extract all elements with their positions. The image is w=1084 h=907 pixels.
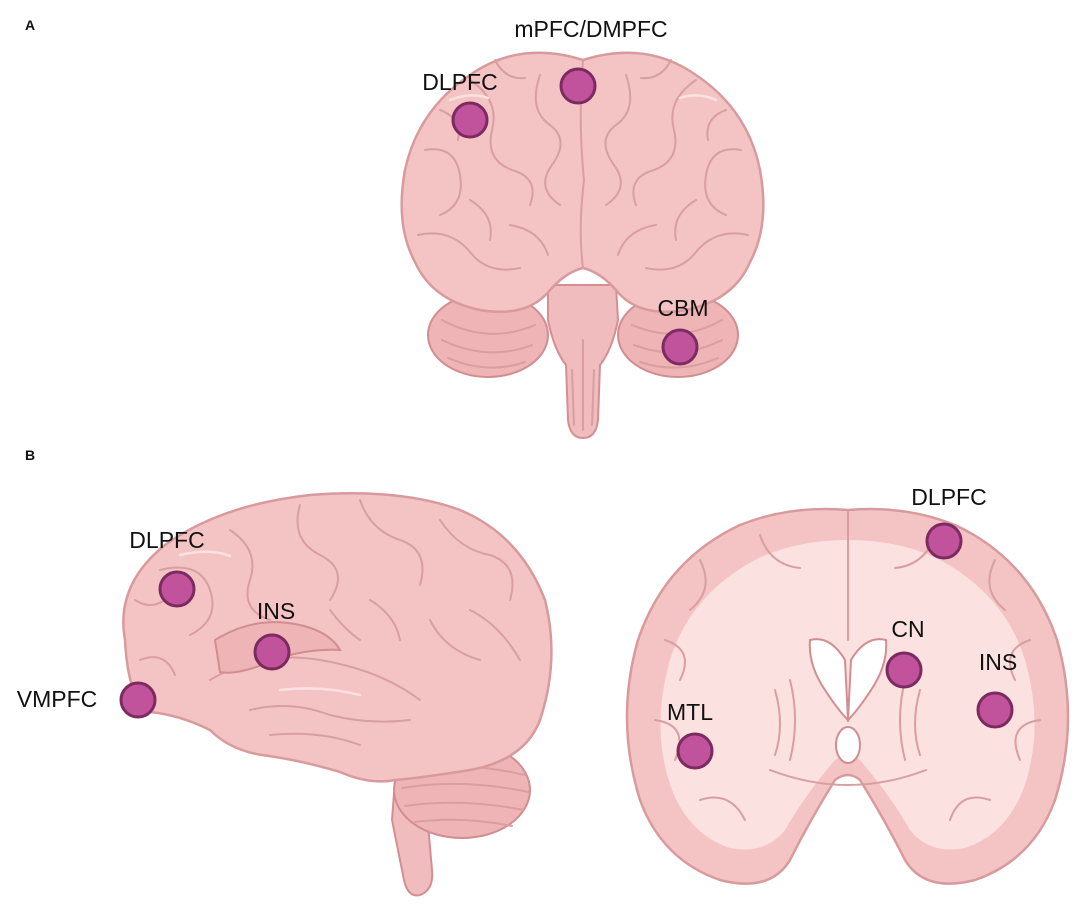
label-dlpfc-frontal: DLPFC (422, 69, 497, 95)
region-marker-icon (253, 633, 291, 671)
right-ventricle (846, 638, 888, 723)
region-marker-cbm (661, 328, 699, 366)
region-marker-mpfc-dmpfc (559, 67, 597, 105)
region-marker-vmpfc (119, 681, 157, 719)
panel-b-letter: B (25, 447, 35, 463)
panel-a-letter: A (25, 17, 35, 33)
left-ventricle (808, 638, 850, 723)
region-marker-dlpfc-coronal (925, 522, 963, 560)
label-ins-coronal: INS (979, 649, 1017, 675)
label-mpfc-dmpfc: mPFC/DMPFC (514, 16, 667, 42)
region-marker-dlpfc-lateral (158, 570, 196, 608)
region-marker-icon (559, 67, 597, 105)
label-cn: CN (891, 616, 924, 642)
region-marker-icon (676, 732, 714, 770)
region-marker-ins-lateral (253, 633, 291, 671)
coronal-section-illustration (625, 507, 1070, 885)
region-marker-icon (451, 101, 489, 139)
third-ventricle (835, 726, 861, 764)
frontal-brain-illustration (400, 51, 765, 440)
lateral-cerebrum (122, 492, 553, 783)
region-marker-icon (661, 328, 699, 366)
region-marker-icon (976, 691, 1014, 729)
label-ins-lateral: INS (257, 598, 295, 624)
label-mtl: MTL (667, 699, 713, 725)
label-dlpfc-coronal: DLPFC (911, 484, 986, 510)
label-cbm: CBM (657, 295, 708, 321)
region-marker-ins-coronal (976, 691, 1014, 729)
region-marker-icon (885, 651, 923, 689)
label-dlpfc-lateral: DLPFC (129, 527, 204, 553)
lateral-brain-illustration (122, 492, 553, 897)
region-marker-icon (925, 522, 963, 560)
region-marker-mtl (676, 732, 714, 770)
region-marker-cn (885, 651, 923, 689)
region-marker-dlpfc-frontal (451, 101, 489, 139)
region-marker-icon (119, 681, 157, 719)
label-vmpfc: VMPFC (17, 686, 98, 712)
region-marker-icon (158, 570, 196, 608)
